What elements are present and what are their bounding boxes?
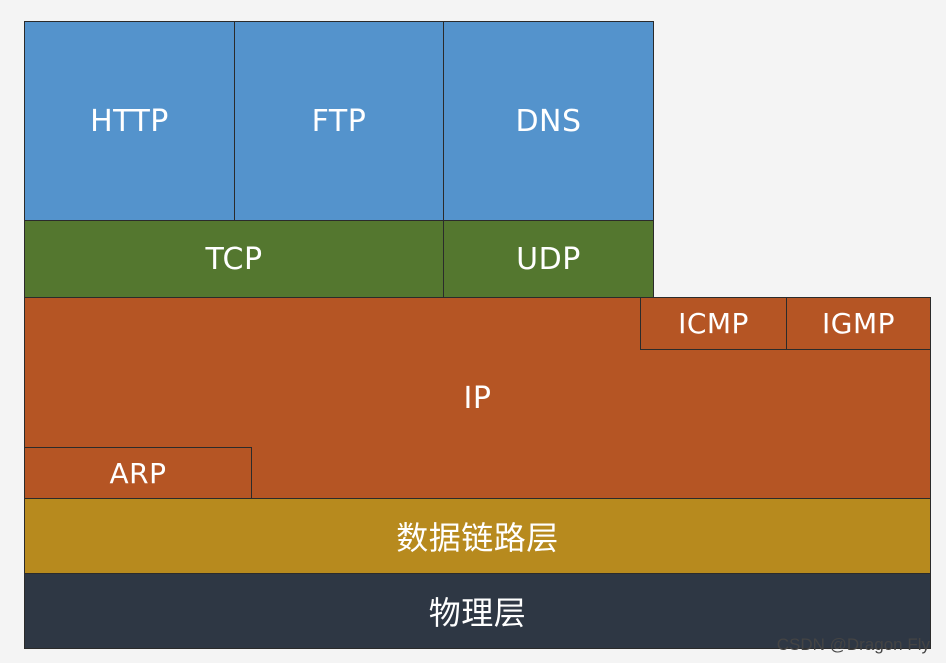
igmp-block: IGMP <box>786 297 931 350</box>
icmp-label: ICMP <box>678 307 749 340</box>
ip-label: IP <box>463 380 492 416</box>
physical-layer-label: 物理层 <box>428 594 527 632</box>
arp-label: ARP <box>109 456 167 490</box>
http-block: HTTP <box>24 21 235 221</box>
http-label: HTTP <box>90 103 169 139</box>
ftp-block: FTP <box>234 21 444 221</box>
physical-layer-block: 物理层 <box>24 573 931 649</box>
watermark: CSDN @Dragon Fly <box>776 635 930 654</box>
igmp-label: IGMP <box>822 307 895 340</box>
dns-block: DNS <box>443 21 654 221</box>
ftp-label: FTP <box>311 103 367 139</box>
dns-label: DNS <box>515 103 582 139</box>
udp-label: UDP <box>516 241 581 277</box>
tcp-label: TCP <box>205 241 263 277</box>
icmp-block: ICMP <box>640 297 787 350</box>
data-link-layer-label: 数据链路层 <box>396 519 559 557</box>
tcp-block: TCP <box>24 220 444 298</box>
data-link-layer-block: 数据链路层 <box>24 498 931 574</box>
udp-block: UDP <box>443 220 654 298</box>
arp-block: ARP <box>24 447 252 499</box>
